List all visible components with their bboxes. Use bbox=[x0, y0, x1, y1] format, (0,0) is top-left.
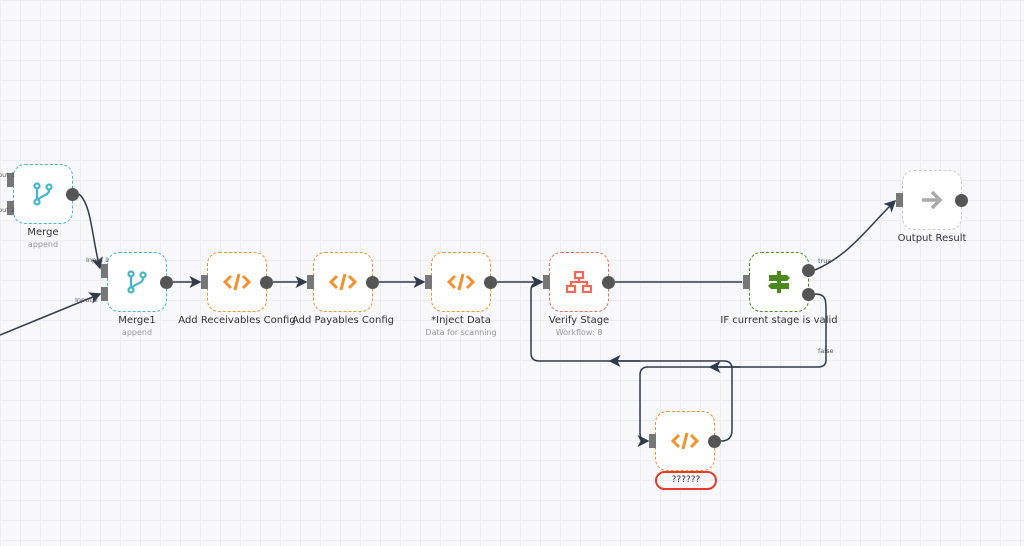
code-icon bbox=[208, 253, 266, 311]
signpost-icon bbox=[750, 253, 808, 311]
node-subtitle: Data for scanning bbox=[425, 328, 497, 337]
output-handle[interactable] bbox=[602, 276, 615, 289]
sitemap-icon bbox=[550, 253, 608, 311]
node-label: Verify Stage bbox=[548, 315, 610, 326]
output-handle[interactable] bbox=[160, 276, 173, 289]
output-handle[interactable] bbox=[260, 276, 273, 289]
node-unnamed-code[interactable] bbox=[649, 411, 721, 471]
code-icon bbox=[432, 253, 490, 311]
edge-if-output[interactable] bbox=[814, 199, 897, 271]
input-handle-2[interactable] bbox=[101, 287, 108, 301]
output-handle[interactable] bbox=[955, 194, 968, 207]
input-handle[interactable] bbox=[649, 434, 656, 448]
node-label: Add Payables Config bbox=[291, 315, 395, 326]
node-if-current-stage-is-valid[interactable] bbox=[743, 252, 815, 312]
input-handle-1[interactable] bbox=[7, 173, 14, 187]
edge-merge-merge1[interactable] bbox=[78, 193, 103, 270]
output-handle[interactable] bbox=[708, 435, 721, 448]
node-merge1[interactable] bbox=[101, 252, 173, 312]
node-label: Merge1 bbox=[118, 315, 156, 326]
input-1-label: Input 1 bbox=[86, 256, 110, 264]
node-label: *Inject Data bbox=[431, 315, 491, 326]
node-add-receivables-config[interactable] bbox=[201, 252, 273, 312]
node-add-payables-config[interactable] bbox=[307, 252, 379, 312]
input-handle[interactable] bbox=[307, 275, 314, 289]
input-2-label: Input 2 bbox=[75, 296, 99, 304]
input-handle[interactable] bbox=[743, 275, 750, 289]
output-handle[interactable] bbox=[66, 188, 79, 201]
node-label: Merge bbox=[27, 227, 59, 238]
node-output-result[interactable] bbox=[896, 170, 968, 230]
edge-left-merge1[interactable] bbox=[0, 292, 102, 336]
output-handle-true[interactable] bbox=[802, 264, 815, 277]
node-label-highlighted: ?????? bbox=[655, 471, 717, 490]
input-handle[interactable] bbox=[201, 275, 208, 289]
node-inject-data[interactable] bbox=[425, 252, 497, 312]
output-handle-false[interactable] bbox=[802, 288, 815, 301]
arrow-right-icon bbox=[903, 171, 961, 229]
merge-icon bbox=[108, 253, 166, 311]
node-subtitle: Workflow: 8 bbox=[555, 328, 603, 337]
true-label: true bbox=[818, 257, 832, 265]
node-verify-stage[interactable] bbox=[543, 252, 615, 312]
input-handle[interactable] bbox=[896, 193, 903, 207]
node-subtitle: append bbox=[121, 328, 153, 337]
output-handle[interactable] bbox=[366, 276, 379, 289]
false-label: false bbox=[818, 347, 834, 355]
code-icon bbox=[656, 412, 714, 470]
input-2-label: Input 2 bbox=[0, 206, 16, 214]
node-label: IF current stage is valid bbox=[720, 315, 838, 326]
merge-icon bbox=[14, 165, 72, 223]
code-icon bbox=[314, 253, 372, 311]
node-label: Output Result bbox=[897, 233, 967, 244]
output-handle[interactable] bbox=[484, 276, 497, 289]
node-merge[interactable] bbox=[7, 164, 79, 224]
input-handle[interactable] bbox=[543, 275, 550, 289]
node-subtitle: append bbox=[27, 240, 59, 249]
input-1-label: Input 1 bbox=[0, 171, 16, 179]
input-handle-1[interactable] bbox=[101, 264, 108, 278]
input-handle-2[interactable] bbox=[7, 201, 14, 215]
node-label: Add Receivables Config bbox=[178, 315, 296, 326]
input-handle[interactable] bbox=[425, 275, 432, 289]
